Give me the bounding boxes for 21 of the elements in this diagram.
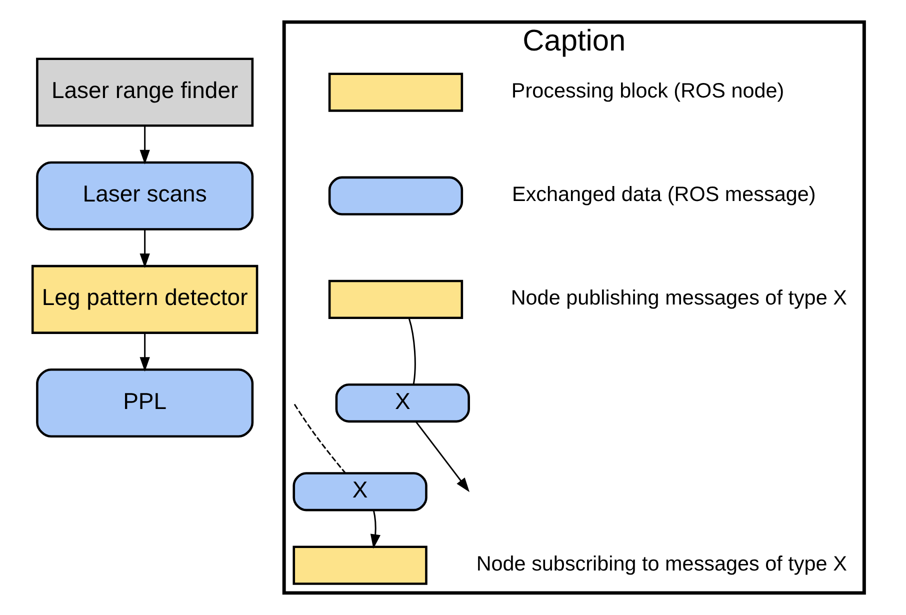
node-box xyxy=(292,546,428,585)
arrow xyxy=(140,126,150,164)
node-label: Processing block (ROS node) xyxy=(511,79,784,102)
node-box xyxy=(328,72,464,112)
node-label: Exchanged data (ROS message) xyxy=(512,182,816,206)
connector xyxy=(408,318,416,385)
node-box xyxy=(328,176,464,216)
node-box: PPL xyxy=(36,368,254,438)
arrow xyxy=(370,510,380,549)
node-box: X xyxy=(335,383,470,423)
node-box: Laser scans xyxy=(36,161,254,230)
arrow xyxy=(140,333,150,372)
connector xyxy=(294,404,346,474)
node-label: Node subscribing to messages of type X xyxy=(476,552,847,576)
node-box xyxy=(328,280,464,319)
node-label: Node publishing messages of type X xyxy=(510,286,847,310)
arrow xyxy=(140,230,150,268)
node-box: X xyxy=(292,472,428,512)
node-box: Laser range finder xyxy=(36,58,254,127)
node-box: Leg pattern detector xyxy=(31,264,258,334)
arrow xyxy=(415,421,470,492)
